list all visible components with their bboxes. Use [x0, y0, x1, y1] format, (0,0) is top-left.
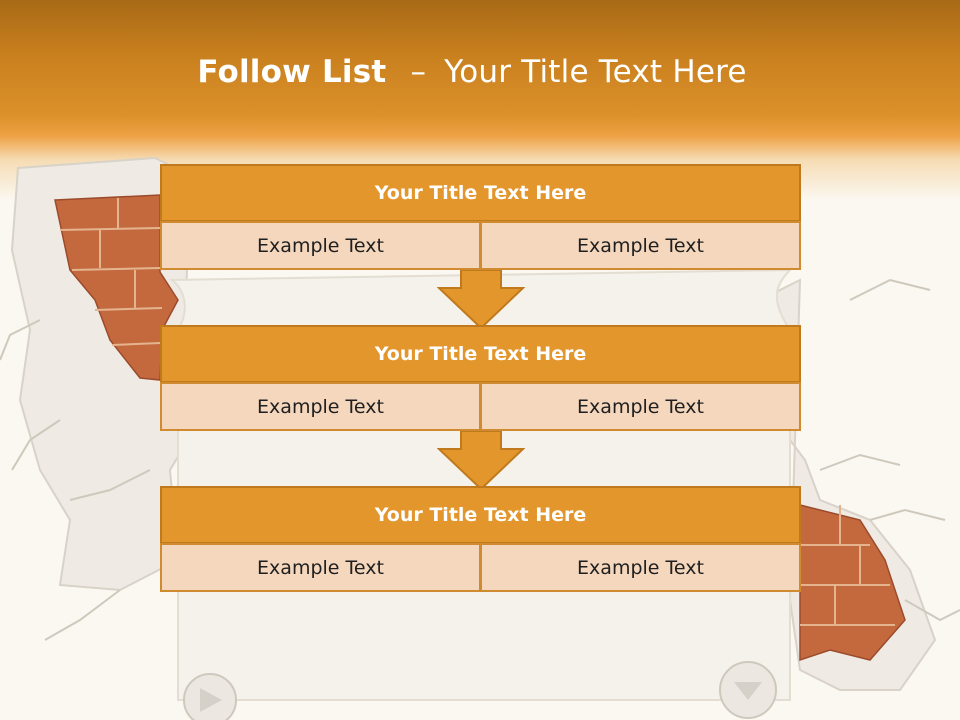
step-title: Your Title Text Here	[160, 164, 801, 222]
scroll-curl-icon	[719, 661, 777, 719]
step-block-2: Your Title Text Here Example Text Exampl…	[160, 325, 801, 431]
left-brick-mortar	[59, 198, 163, 346]
scroll-curl-icon	[183, 673, 237, 720]
step-title: Your Title Text Here	[160, 325, 801, 383]
right-brick-mortar	[800, 505, 895, 626]
step-title: Your Title Text Here	[160, 486, 801, 544]
step-block-3: Your Title Text Here Example Text Exampl…	[160, 486, 801, 592]
down-arrow-icon	[437, 270, 525, 330]
step-right-text: Example Text	[480, 382, 801, 431]
right-brick-patch	[799, 504, 906, 662]
step-block-1: Your Title Text Here Example Text Exampl…	[160, 164, 801, 270]
slide-title-lead: Follow List	[197, 54, 387, 90]
slide-title-separator: –	[410, 54, 427, 90]
slide-title-rest: Your Title Text Here	[444, 54, 747, 90]
wall-cracks	[0, 278, 960, 641]
down-arrow-icon	[437, 431, 525, 491]
slide-title: Follow List – Your Title Text Here	[0, 54, 944, 90]
step-left-text: Example Text	[160, 382, 481, 431]
step-left-text: Example Text	[160, 543, 481, 592]
step-right-text: Example Text	[480, 543, 801, 592]
step-right-text: Example Text	[480, 221, 801, 270]
step-left-text: Example Text	[160, 221, 481, 270]
